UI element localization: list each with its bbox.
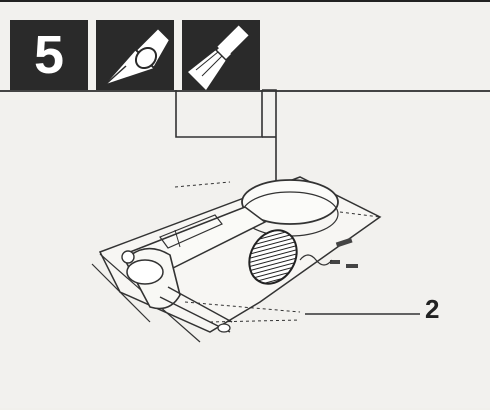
step-number-badge: 5 (10, 20, 88, 90)
glue-brush-icon (188, 25, 249, 90)
glue-brush-tool-box (182, 20, 260, 90)
callout-label-2: 2 (425, 294, 440, 324)
craft-knife-icon (105, 26, 172, 85)
header-divider (0, 90, 490, 92)
craft-knife-tool-box (96, 20, 174, 90)
glue-area (248, 229, 298, 285)
step-number: 5 (33, 25, 65, 85)
